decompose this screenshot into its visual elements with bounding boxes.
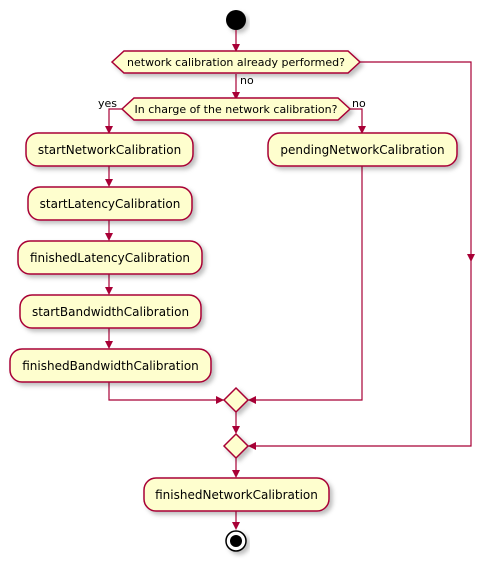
end-node [225,530,247,552]
activity-start-bandwidth-calibration-label: startBandwidthCalibration [32,305,189,319]
activity-start-bandwidth-calibration: startBandwidthCalibration [19,294,202,329]
activity-finished-bandwidth-calibration: finishedBandwidthCalibration [9,348,212,383]
edges [105,30,475,530]
activity-finished-latency-calibration: finishedLatencyCalibration [17,240,203,275]
activity-pending-network-calibration-label: pendingNetworkCalibration [280,143,444,157]
merge-node-outer [222,432,250,460]
activity-finished-network-calibration: finishedNetworkCalibration [143,477,330,512]
branch-label-yes: yes [98,97,117,110]
branch-label-no-top: no [240,74,254,87]
activity-start-latency-calibration: startLatencyCalibration [27,186,193,221]
merge-node-inner [222,386,250,414]
decision-already-performed-label: network calibration already performed? [127,56,345,69]
decision-already-performed: network calibration already performed? [110,50,362,74]
activity-finished-network-calibration-label: finishedNetworkCalibration [155,488,318,502]
start-node [226,10,246,30]
branch-label-no-right: no [352,97,366,110]
decision-in-charge: In charge of the network calibration? [120,97,352,121]
decision-in-charge-label: In charge of the network calibration? [135,103,338,116]
activity-start-latency-calibration-label: startLatencyCalibration [40,197,181,211]
activity-finished-latency-calibration-label: finishedLatencyCalibration [30,251,190,265]
activity-start-network-calibration-label: startNetworkCalibration [38,143,181,157]
activity-finished-bandwidth-calibration-label: finishedBandwidthCalibration [22,359,199,373]
activity-pending-network-calibration: pendingNetworkCalibration [267,132,458,167]
activity-start-network-calibration: startNetworkCalibration [25,132,194,167]
